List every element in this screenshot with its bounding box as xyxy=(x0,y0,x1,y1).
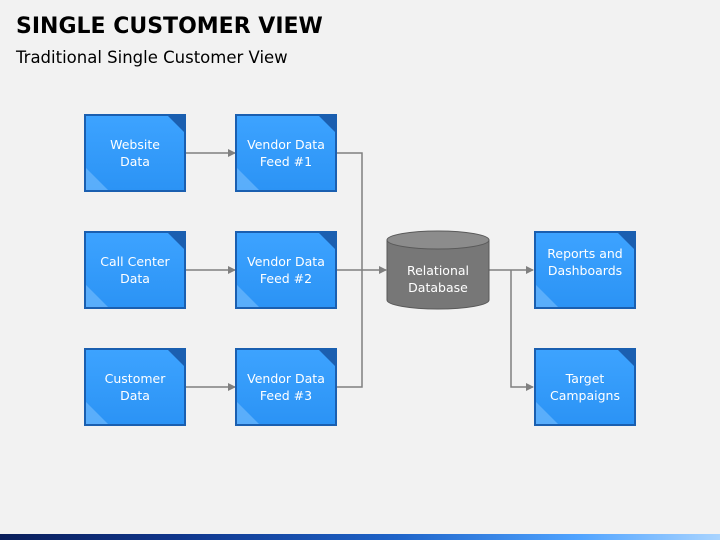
corner-shade-decoration xyxy=(237,168,259,190)
source-box-website-data[interactable]: Website Data xyxy=(84,114,186,192)
corner-fold-decoration xyxy=(318,350,335,367)
feed-box-label: Vendor Data Feed #2 xyxy=(247,254,325,286)
corner-shade-decoration xyxy=(237,402,259,424)
corner-fold-decoration xyxy=(167,116,184,133)
source-box-customer-data[interactable]: Customer Data xyxy=(84,348,186,426)
connector-database-campaigns xyxy=(510,270,534,391)
source-box-label: Customer Data xyxy=(104,371,166,403)
source-box-label: Call Center Data xyxy=(100,254,170,286)
corner-shade-decoration xyxy=(86,402,108,424)
page-subtitle: Traditional Single Customer View xyxy=(16,48,288,67)
output-box-target-campaigns[interactable]: Target Campaigns xyxy=(534,348,636,426)
footer-gradient-bar xyxy=(0,534,720,540)
corner-fold-decoration xyxy=(617,233,634,250)
corner-fold-decoration xyxy=(318,233,335,250)
corner-shade-decoration xyxy=(237,285,259,307)
corner-fold-decoration xyxy=(617,350,634,367)
corner-shade-decoration xyxy=(536,285,558,307)
corner-fold-decoration xyxy=(167,233,184,250)
output-box-reports-dashboards[interactable]: Reports and Dashboards xyxy=(534,231,636,309)
feed-box-vendor-feed-2[interactable]: Vendor Data Feed #2 xyxy=(235,231,337,309)
page-title: SINGLE CUSTOMER VIEW xyxy=(16,14,323,39)
source-box-call-center-data[interactable]: Call Center Data xyxy=(84,231,186,309)
corner-shade-decoration xyxy=(86,168,108,190)
output-box-label: Reports and Dashboards xyxy=(547,246,623,278)
source-box-label: Website Data xyxy=(110,137,160,169)
database-label: Relational Database xyxy=(406,263,470,295)
feed-box-label: Vendor Data Feed #3 xyxy=(247,371,325,403)
feed-box-vendor-feed-3[interactable]: Vendor Data Feed #3 xyxy=(235,348,337,426)
corner-shade-decoration xyxy=(86,285,108,307)
feed-box-vendor-feed-1[interactable]: Vendor Data Feed #1 xyxy=(235,114,337,192)
corner-fold-decoration xyxy=(318,116,335,133)
feed-box-label: Vendor Data Feed #1 xyxy=(247,137,325,169)
output-box-label: Target Campaigns xyxy=(549,371,620,403)
corner-shade-decoration xyxy=(536,402,558,424)
database-cylinder xyxy=(386,230,490,310)
corner-fold-decoration xyxy=(167,350,184,367)
